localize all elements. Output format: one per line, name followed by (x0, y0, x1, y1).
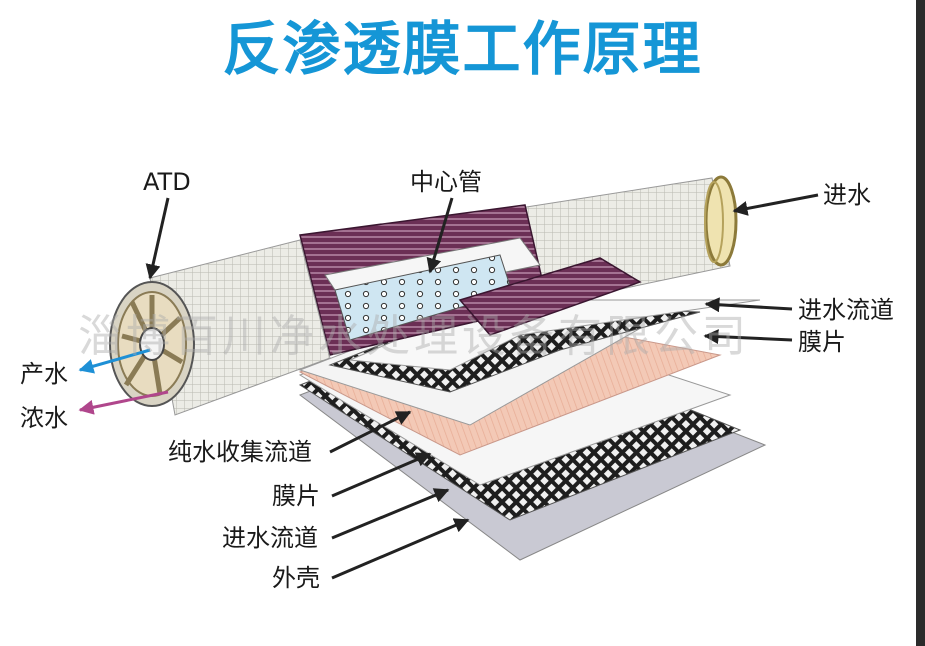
right-edge-bar (916, 0, 925, 646)
membrane-layers (298, 299, 767, 561)
label-membrane-right: 膜片 (798, 328, 846, 356)
pointer-arrows (145, 193, 819, 580)
label-feed-water: 进水 (823, 181, 871, 209)
cylinder-left (109, 239, 331, 416)
label-feed-channel-right: 进水流道 (798, 296, 894, 324)
label-permeate-channel: 纯水收集流道 (168, 438, 312, 466)
page-title: 反渗透膜工作原理 (222, 15, 703, 83)
product-water-arrow (78, 348, 151, 374)
label-center-tube: 中心管 (410, 168, 482, 196)
label-product-water: 产水 (20, 360, 68, 388)
label-concentrate: 浓水 (20, 404, 68, 432)
label-shell: 外壳 (272, 564, 320, 592)
label-membrane-left: 膜片 (272, 482, 320, 510)
label-feed-channel-left: 进水流道 (222, 524, 318, 552)
concentrate-arrow (78, 390, 169, 415)
label-atd: ATD (143, 168, 191, 196)
